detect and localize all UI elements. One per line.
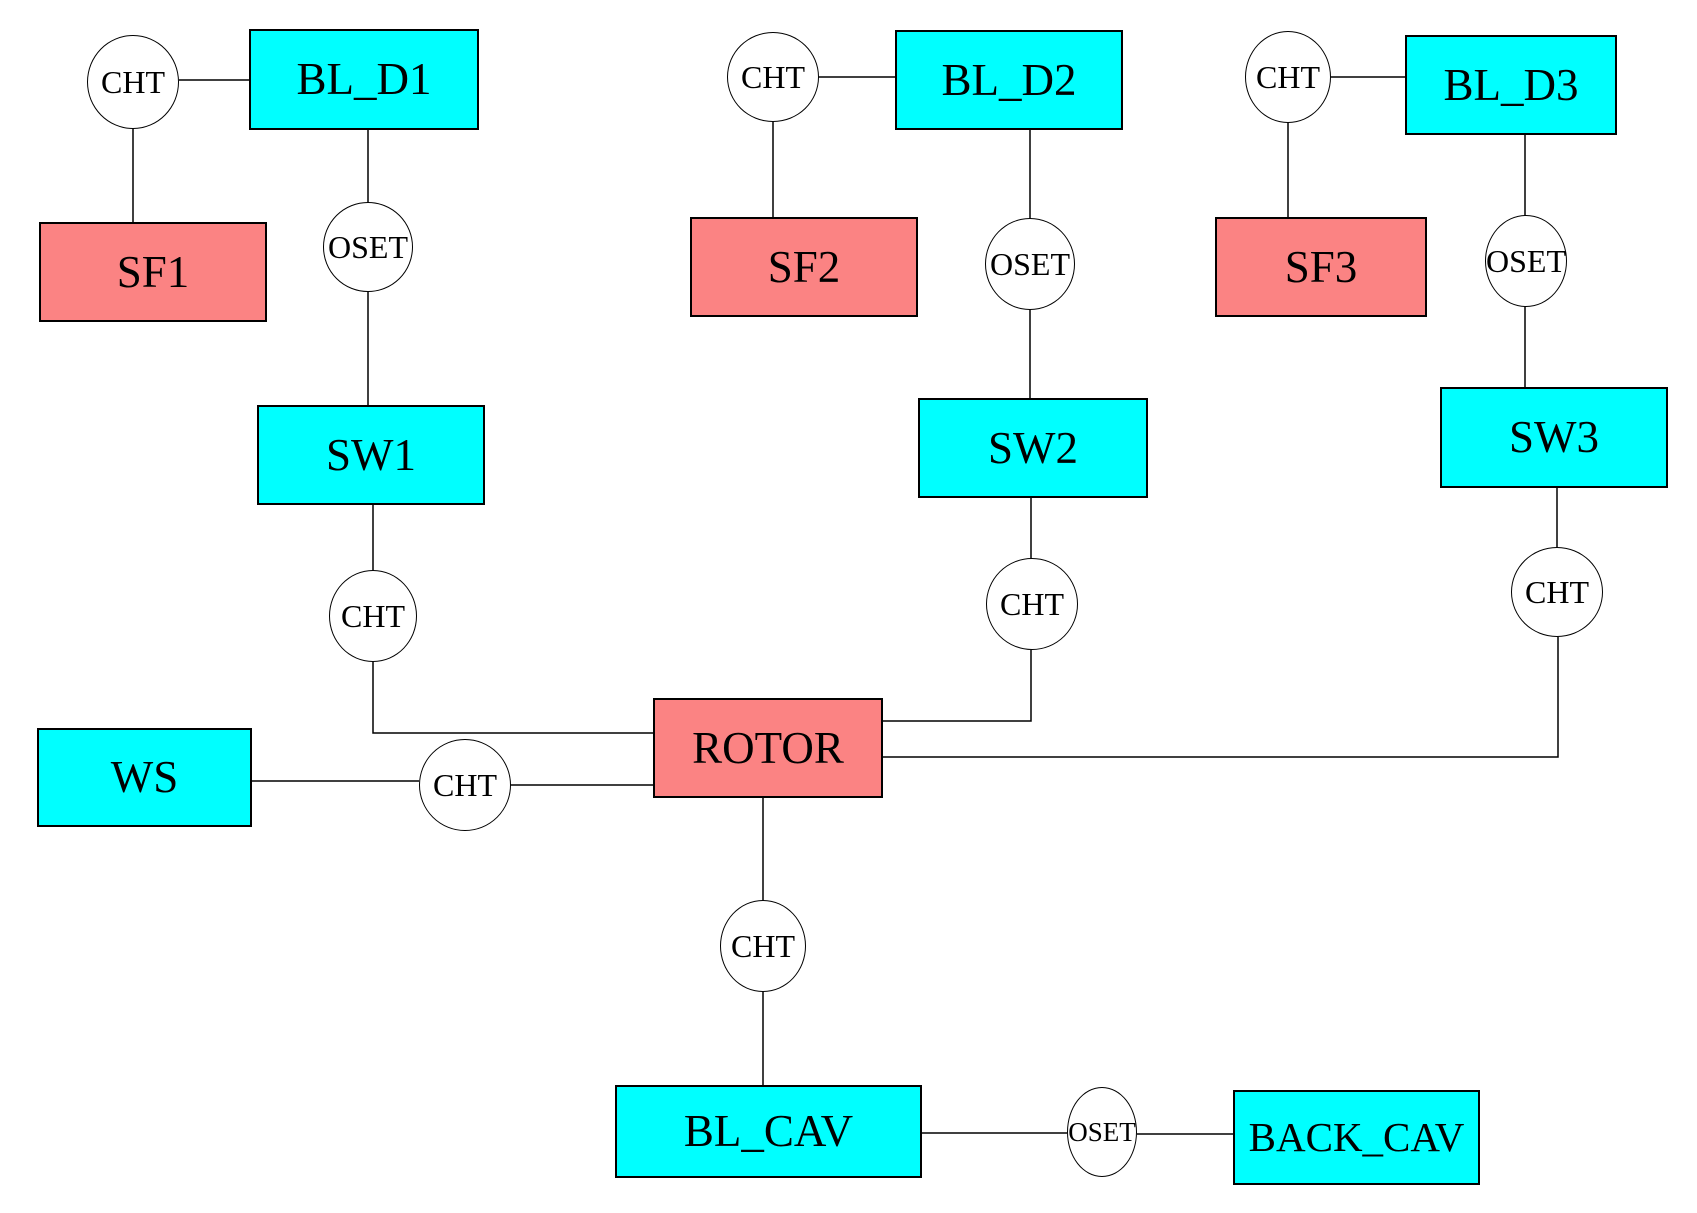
node-label: SW2 xyxy=(988,422,1078,473)
connector-label: CHT xyxy=(1525,574,1589,610)
connector-oset-bl-d2: OSET xyxy=(985,218,1075,310)
connector-label: CHT xyxy=(341,598,405,634)
edge-cht-sw2-to-rotor xyxy=(883,650,1032,722)
node-back-cav: BACK_CAV xyxy=(1233,1090,1480,1185)
node-sf3: SF3 xyxy=(1215,217,1427,317)
connector-cht-bl-d2: CHT xyxy=(727,32,819,122)
node-sf2: SF2 xyxy=(690,217,918,317)
node-label: WS xyxy=(110,752,179,802)
connector-label: CHT xyxy=(741,59,805,95)
node-label: BL_D3 xyxy=(1443,59,1579,110)
node-label: BL_D2 xyxy=(941,54,1077,105)
node-label: BL_D1 xyxy=(296,54,432,104)
node-sf1: SF1 xyxy=(39,222,267,322)
node-label: BL_CAV xyxy=(683,1106,854,1156)
node-label: SF3 xyxy=(1284,241,1358,292)
connector-label: OSET xyxy=(1486,243,1566,279)
edge-cht-sw3-to-rotor xyxy=(883,637,1559,758)
node-rotor: ROTOR xyxy=(653,698,883,798)
connector-cht-sw2: CHT xyxy=(986,558,1078,650)
connector-label: OSET xyxy=(1068,1116,1136,1147)
connector-oset-bl-d1: OSET xyxy=(323,202,413,292)
connector-label: CHT xyxy=(433,767,497,803)
connector-label: OSET xyxy=(990,246,1070,282)
connector-label: CHT xyxy=(1000,586,1064,622)
node-sw3: SW3 xyxy=(1440,387,1668,488)
node-label: BACK_CAV xyxy=(1248,1114,1465,1160)
connector-cht-ws: CHT xyxy=(419,739,511,831)
connector-label: CHT xyxy=(731,928,795,964)
node-ws: WS xyxy=(37,728,252,827)
node-label: SF1 xyxy=(116,246,190,297)
node-bl-d2: BL_D2 xyxy=(895,30,1123,130)
connector-oset-bl-d3: OSET xyxy=(1485,215,1567,307)
connector-oset-bl-cav: OSET xyxy=(1067,1087,1137,1177)
connector-cht-rotor: CHT xyxy=(720,900,806,992)
node-label: SW1 xyxy=(326,429,416,480)
node-label: ROTOR xyxy=(692,722,844,773)
node-bl-d3: BL_D3 xyxy=(1405,35,1617,135)
node-bl-cav: BL_CAV xyxy=(615,1085,922,1178)
node-label: SW3 xyxy=(1509,412,1599,462)
connector-cht-bl-d1: CHT xyxy=(87,35,179,129)
node-sw2: SW2 xyxy=(918,398,1148,498)
connector-cht-bl-d3: CHT xyxy=(1245,31,1331,123)
connector-label: CHT xyxy=(101,64,165,100)
connector-label: CHT xyxy=(1256,59,1320,95)
node-bl-d1: BL_D1 xyxy=(249,29,479,130)
node-label: SF2 xyxy=(767,241,841,292)
connector-cht-sw3: CHT xyxy=(1511,547,1603,637)
connector-cht-sw1: CHT xyxy=(329,570,417,662)
node-sw1: SW1 xyxy=(257,405,485,505)
edge-cht-sw1-to-rotor xyxy=(372,662,653,734)
connector-label: OSET xyxy=(328,229,408,265)
